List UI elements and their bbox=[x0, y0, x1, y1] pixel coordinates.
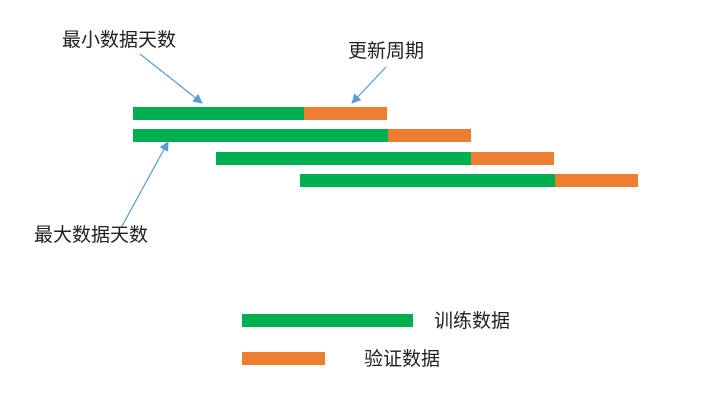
legend-training-swatch bbox=[242, 314, 413, 327]
legend-validation-swatch bbox=[242, 352, 325, 365]
min-days-arrow bbox=[139, 53, 203, 104]
update-period-label: 更新周期 bbox=[348, 40, 425, 62]
max-days-label: 最大数据天数 bbox=[34, 224, 149, 246]
window-3-validation-bar bbox=[471, 152, 554, 165]
window-4-training-bar bbox=[300, 174, 555, 187]
window-2-validation-bar bbox=[388, 129, 471, 142]
window-1-validation-bar bbox=[304, 107, 387, 120]
update-period-arrow bbox=[351, 66, 387, 104]
window-2-training-bar bbox=[133, 129, 388, 142]
legend-training-label: 训练数据 bbox=[434, 310, 511, 332]
window-3-training-bar bbox=[216, 152, 471, 165]
min-days-label: 最小数据天数 bbox=[62, 29, 177, 51]
window-1-training-bar bbox=[133, 107, 304, 120]
max-days-arrow bbox=[120, 141, 169, 229]
window-4-validation-bar bbox=[555, 174, 638, 187]
legend-validation-label: 验证数据 bbox=[364, 348, 441, 370]
